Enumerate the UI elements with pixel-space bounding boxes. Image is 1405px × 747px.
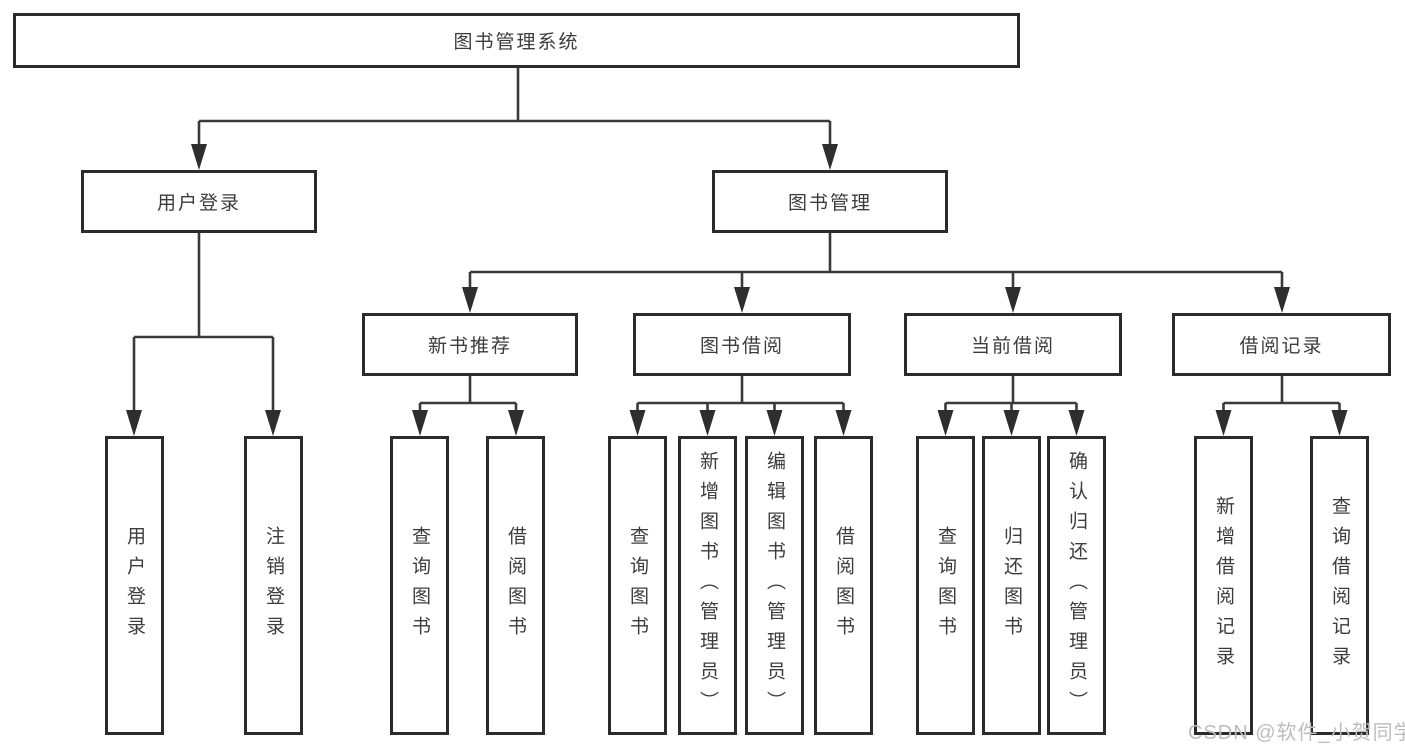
watermark: CSDN @软件_小贺同学	[1188, 722, 1405, 744]
node-current-borrow: 当前借阅	[904, 313, 1122, 376]
connector-records-to-leaves	[1215, 376, 1348, 436]
node-library-system-label: 图书管理系统	[453, 32, 580, 53]
leaf-current-query-books: 查询图书	[916, 436, 975, 735]
connector-user-login-to-leaves	[126, 233, 281, 436]
leaf-borrow-books: 借阅图书	[814, 436, 873, 735]
leaf-recommend-borrow-books: 借阅图书	[486, 436, 545, 735]
leaf-recommend-query-books: 查询图书	[390, 436, 449, 735]
leaf-confirm-return-admin: 确认归还（管理员）	[1047, 436, 1106, 735]
connector-borrow-to-leaves	[629, 376, 852, 436]
node-user-login: 用户登录	[81, 170, 317, 233]
leaf-query-borrow-record-label: 查询借阅记录	[1329, 495, 1350, 676]
leaf-add-borrow-record-label: 新增借阅记录	[1213, 495, 1234, 676]
leaf-logout: 注销登录	[244, 436, 303, 735]
node-book-borrow-label: 图书借阅	[699, 336, 784, 357]
connector-current-to-leaves	[937, 376, 1085, 436]
node-borrow-records-label: 借阅记录	[1239, 336, 1324, 357]
node-library-system: 图书管理系统	[13, 13, 1020, 68]
node-book-management-label: 图书管理	[787, 193, 872, 214]
leaf-query-borrow-record: 查询借阅记录	[1310, 436, 1369, 735]
leaf-confirm-return-admin-label: 确认归还（管理员）	[1066, 450, 1087, 721]
leaf-logout-label: 注销登录	[263, 525, 284, 646]
node-book-borrow: 图书借阅	[633, 313, 851, 376]
leaf-return-books-label: 归还图书	[1001, 525, 1022, 646]
connector-root-to-branches	[191, 68, 838, 170]
node-book-management: 图书管理	[712, 170, 948, 233]
leaf-recommend-query-books-label: 查询图书	[409, 525, 430, 646]
leaf-recommend-borrow-books-label: 借阅图书	[505, 525, 526, 646]
leaf-user-login: 用户登录	[105, 436, 164, 735]
leaf-add-books-admin: 新增图书（管理员）	[678, 436, 737, 735]
node-borrow-records: 借阅记录	[1172, 313, 1391, 376]
leaf-edit-books-admin-label: 编辑图书（管理员）	[764, 450, 785, 721]
connector-recommend-to-leaves	[412, 376, 524, 436]
leaf-borrow-books-label: 借阅图书	[833, 525, 854, 646]
leaf-add-books-admin-label: 新增图书（管理员）	[697, 450, 718, 721]
node-new-book-recommend: 新书推荐	[362, 313, 578, 376]
leaf-user-login-label: 用户登录	[124, 525, 145, 646]
node-current-borrow-label: 当前借阅	[970, 336, 1055, 357]
connector-book-management-to-groups	[462, 233, 1290, 313]
leaf-add-borrow-record: 新增借阅记录	[1194, 436, 1253, 735]
leaf-borrow-query-books-label: 查询图书	[627, 525, 648, 646]
node-user-login-label: 用户登录	[156, 193, 241, 214]
node-new-book-recommend-label: 新书推荐	[427, 336, 512, 357]
leaf-return-books: 归还图书	[982, 436, 1041, 735]
leaf-borrow-query-books: 查询图书	[608, 436, 667, 735]
leaf-current-query-books-label: 查询图书	[935, 525, 956, 646]
leaf-edit-books-admin: 编辑图书（管理员）	[745, 436, 804, 735]
